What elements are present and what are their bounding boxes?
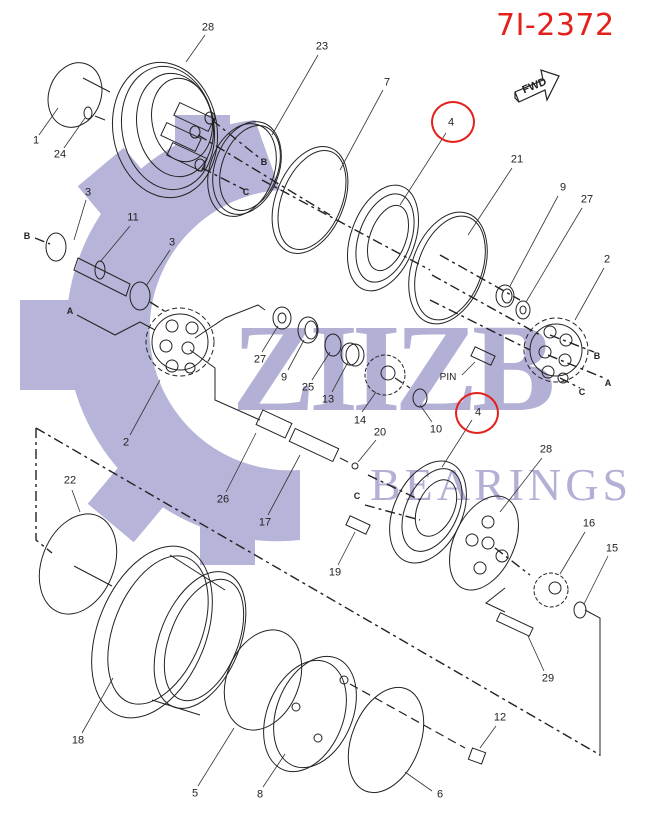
watermark-logo-text: ZIIZB [232,300,552,438]
shaft-17 [288,427,340,463]
callout-9-mid[interactable]: 9 [280,371,288,384]
bolt-29 [495,612,534,637]
bushing-13 [340,342,365,367]
callout-11[interactable]: 11 [127,211,139,224]
callout-29[interactable]: 29 [541,672,555,685]
gear-16 [533,572,569,608]
callout-15[interactable]: 15 [605,542,619,555]
o-ring-1 [47,62,103,128]
callout-2-right[interactable]: 2 [603,253,611,266]
callout-4-bottom[interactable]: 4 [474,406,482,419]
watermark-sub-text: BEARINGS [370,459,632,510]
callout-14[interactable]: 14 [353,414,367,427]
ref-letter-a: A [604,378,612,388]
callout-5[interactable]: 5 [191,787,199,800]
retaining-ring-6 [347,686,425,794]
bearing-3-left [45,232,67,262]
ref-letter-c: C [578,387,586,397]
snap-ring-15 [573,601,587,619]
callout-9-top[interactable]: 9 [559,181,567,194]
sleeve-26 [255,409,293,439]
callout-7[interactable]: 7 [383,76,391,89]
callout-22[interactable]: 22 [63,474,77,487]
washer-27-mid [272,306,292,330]
bushing-19 [345,515,371,535]
bearing-9-top [495,284,515,308]
callout-23[interactable]: 23 [315,40,329,53]
ring-gear-21 [408,211,488,325]
callout-26[interactable]: 26 [216,493,230,506]
washer-27-top [515,300,531,320]
snap-ring-10 [412,388,428,408]
callout-28-bottom[interactable]: 28 [539,443,553,456]
o-ring-24 [83,106,93,120]
ref-letter-c: C [242,187,250,197]
callout-28[interactable]: 28 [201,21,215,34]
callout-4-top[interactable]: 4 [447,116,455,129]
watermark-gear-logo [20,115,300,565]
bearing-9-mid [297,316,319,344]
callout-16[interactable]: 16 [582,517,596,530]
callout-10[interactable]: 10 [429,423,443,436]
sun-gear-14 [364,354,406,396]
callout-21[interactable]: 21 [510,153,524,166]
callout-19[interactable]: 19 [328,566,342,579]
planet-gear-2-left [145,307,215,377]
title-part-number: 7I-2372 [496,8,615,43]
callout-25[interactable]: 25 [301,381,315,394]
callout-6[interactable]: 6 [436,788,444,801]
callout-17[interactable]: 17 [258,516,272,529]
ring-7 [271,146,349,254]
callout-20[interactable]: 20 [373,426,387,439]
callout-8[interactable]: 8 [256,788,264,801]
ref-letter-c: C [353,491,361,501]
carrier-plate-28-bottom [449,495,519,591]
carrier-28-top [111,61,219,199]
bearing-3-right [129,281,151,311]
callout-27-mid[interactable]: 27 [253,353,267,366]
callout-24[interactable]: 24 [53,148,67,161]
ref-letter-b: B [23,231,31,241]
seal-23 [207,121,282,217]
housing-18 [91,545,247,719]
callout-2-left[interactable]: 2 [122,436,130,449]
o-ring-5 [223,629,303,731]
callout-18[interactable]: 18 [71,734,85,747]
leader-lines [38,34,609,792]
ball-20 [351,462,359,470]
snap-ring-25 [324,333,342,357]
pin [470,346,496,366]
callout-3-left[interactable]: 3 [84,186,92,199]
bearing-4-top [347,184,419,292]
shaft-11 [73,257,131,297]
cover-8 [263,655,357,773]
callout-12[interactable]: 12 [493,711,507,724]
o-ring-22 [38,513,118,615]
callout-1[interactable]: 1 [32,134,40,147]
ref-letter-a: A [66,306,74,316]
ref-letter-b: B [593,351,601,361]
plug-12 [467,747,487,765]
callout-pin[interactable]: PIN [439,372,457,383]
highlight-circle-bottom [455,392,499,434]
highlight-circle-top [431,101,475,143]
callout-27-top[interactable]: 27 [580,193,594,206]
callout-3-right[interactable]: 3 [168,236,176,249]
callout-13[interactable]: 13 [321,393,335,406]
ref-letter-b: B [260,157,268,167]
planet-gear-2-right [523,317,589,384]
